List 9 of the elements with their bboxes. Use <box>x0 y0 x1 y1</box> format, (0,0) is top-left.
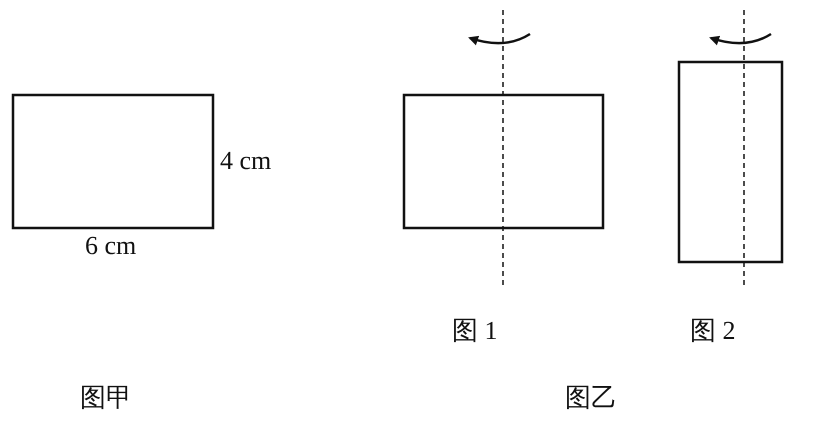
rectangle <box>12 94 214 230</box>
figure-caption: 图甲 <box>80 385 132 411</box>
figure-caption: 图 2 <box>690 318 736 344</box>
rectangle <box>678 60 784 264</box>
figure-caption: 图乙 <box>565 385 617 411</box>
figure-caption: 图 1 <box>452 318 498 344</box>
dimension-label: 6 cm <box>85 233 136 259</box>
rectangle <box>402 94 604 230</box>
dimension-label: 4 cm <box>220 148 272 174</box>
